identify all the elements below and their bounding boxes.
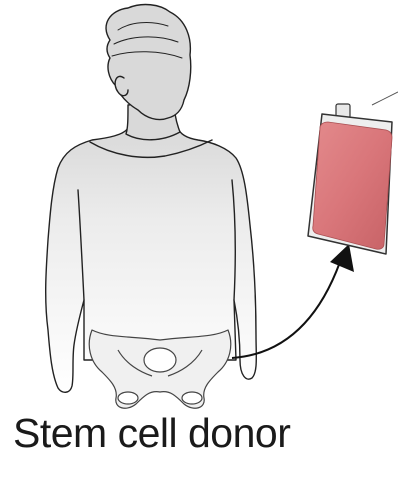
caption-label: Stem cell donor <box>13 410 290 457</box>
bag-fluid <box>313 122 392 249</box>
donor-head <box>106 5 191 120</box>
blood-bag-icon <box>308 92 398 254</box>
pelvis-bone-icon <box>89 330 231 408</box>
